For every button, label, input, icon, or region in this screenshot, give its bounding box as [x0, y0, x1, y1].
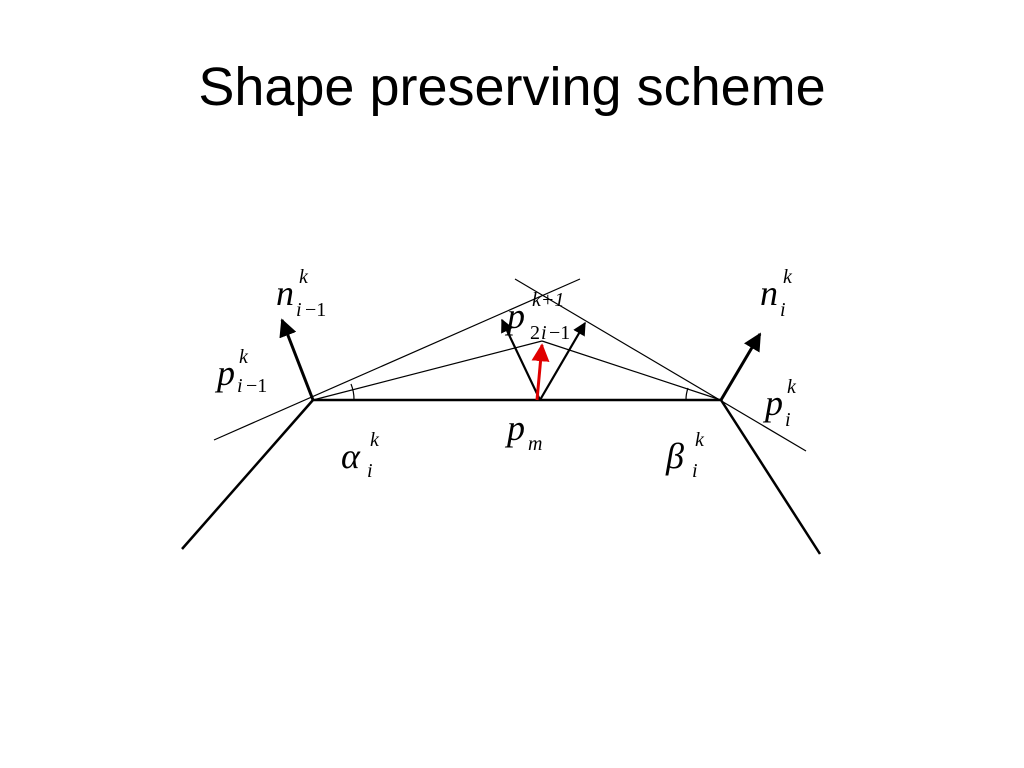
svg-text:n: n — [276, 273, 294, 313]
svg-text:p: p — [214, 353, 235, 393]
tangent-right — [514, 278, 807, 452]
svg-text:k: k — [783, 266, 793, 288]
svg-text:i: i — [692, 460, 698, 482]
svg-text:k: k — [299, 266, 309, 288]
label-beta: β k i — [665, 429, 705, 482]
angle-arc-beta — [685, 387, 689, 401]
label-new-point: p k+1 2 i −1 — [504, 289, 570, 344]
label-alpha: α k i — [341, 429, 380, 482]
svg-text:i: i — [296, 299, 302, 321]
svg-text:k: k — [695, 429, 705, 451]
svg-text:i: i — [785, 409, 791, 431]
svg-text:−1: −1 — [549, 322, 570, 344]
svg-text:−1: −1 — [305, 299, 326, 321]
midpoint-arrow-right — [539, 321, 586, 401]
label-normal-curr: n k i — [760, 266, 793, 321]
svg-text:i: i — [367, 460, 373, 482]
slide-title: Shape preserving scheme — [198, 57, 826, 117]
normal-arrow-right — [719, 332, 762, 401]
svg-text:2: 2 — [530, 322, 540, 344]
normal-arrow-left — [279, 318, 315, 401]
label-point-curr: p k i — [762, 376, 797, 431]
label-point-prev: p k i −1 — [214, 346, 267, 397]
label-normal-prev: n k i −1 — [276, 266, 326, 321]
svg-text:m: m — [528, 433, 542, 455]
svg-text:i: i — [541, 322, 547, 344]
label-midpoint: p m — [504, 408, 542, 455]
svg-text:k: k — [239, 346, 249, 368]
svg-text:k+1: k+1 — [532, 289, 564, 311]
svg-text:i: i — [237, 375, 243, 397]
svg-text:k: k — [787, 376, 797, 398]
tangent-left — [213, 278, 581, 441]
svg-text:−1: −1 — [246, 375, 267, 397]
svg-text:β: β — [665, 436, 684, 476]
edge-left — [181, 399, 314, 550]
midpoint-arrow-left — [501, 318, 541, 401]
svg-text:n: n — [760, 273, 778, 313]
svg-text:p: p — [504, 408, 525, 448]
chord-right-to-new-point — [541, 340, 722, 401]
svg-text:p: p — [504, 296, 525, 336]
svg-text:i: i — [780, 299, 786, 321]
chord-left-to-new-point — [312, 340, 543, 401]
svg-text:k: k — [370, 429, 380, 451]
edge-right — [719, 399, 822, 555]
svg-text:α: α — [341, 436, 361, 476]
angle-arc-alpha — [350, 383, 355, 401]
svg-text:p: p — [762, 383, 783, 423]
midpoint-displacement-arrow — [531, 343, 550, 401]
